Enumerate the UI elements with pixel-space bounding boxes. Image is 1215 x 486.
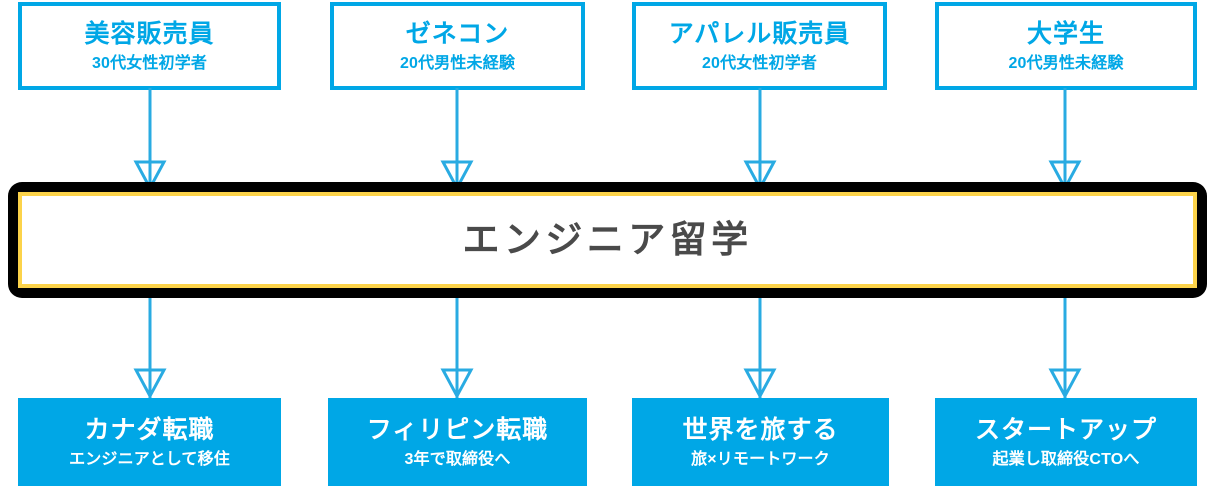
connector-bottom-1 <box>128 298 172 400</box>
connector-bottom-3 <box>738 298 782 400</box>
top-node-3-subtitle: 20代女性初学者 <box>701 55 818 73</box>
connector-top-3 <box>738 88 782 192</box>
top-node-2-title: ゼネコン <box>405 19 510 48</box>
top-node-4-subtitle: 20代男性未経験 <box>1008 55 1124 73</box>
top-node-2: ゼネコン 20代男性未経験 <box>330 2 585 90</box>
connector-top-1 <box>128 88 172 192</box>
connector-bottom-2 <box>435 298 479 400</box>
top-node-4: 大学生 20代男性未経験 <box>935 2 1197 90</box>
center-node-title: エンジニア留学 <box>462 218 753 260</box>
center-node-inner: エンジニア留学 <box>18 192 1197 288</box>
bottom-node-2: フィリピン転職 3年で取締役へ <box>328 398 587 486</box>
bottom-node-3: 世界を旅する 旅×リモートワーク <box>632 398 889 486</box>
connector-bottom-4 <box>1043 298 1087 400</box>
center-node: エンジニア留学 <box>8 182 1207 298</box>
bottom-node-2-title: フィリピン転職 <box>366 415 549 444</box>
bottom-node-1: カナダ転職 エンジニアとして移住 <box>18 398 281 486</box>
bottom-node-3-title: 世界を旅する <box>682 415 839 444</box>
bottom-node-2-subtitle: 3年で取締役へ <box>404 451 511 469</box>
top-node-1: 美容販売員 30代女性初学者 <box>18 2 281 90</box>
top-node-1-title: 美容販売員 <box>84 19 215 48</box>
top-node-3-title: アパレル販売員 <box>668 19 851 48</box>
top-node-4-title: 大学生 <box>1026 19 1105 48</box>
bottom-node-1-title: カナダ転職 <box>84 415 215 444</box>
bottom-node-1-subtitle: エンジニアとして移住 <box>69 451 230 469</box>
connector-top-2 <box>435 88 479 192</box>
top-node-2-subtitle: 20代男性未経験 <box>399 55 516 73</box>
bottom-node-4-title: スタートアップ <box>974 415 1157 444</box>
bottom-node-3-subtitle: 旅×リモートワーク <box>691 451 830 469</box>
bottom-node-4: スタートアップ 起業し取締役CTOへ <box>935 398 1197 486</box>
top-node-1-subtitle: 30代女性初学者 <box>91 55 208 73</box>
top-node-3: アパレル販売員 20代女性初学者 <box>632 2 887 90</box>
connector-top-4 <box>1043 88 1087 192</box>
bottom-node-4-subtitle: 起業し取締役CTOへ <box>992 451 1140 469</box>
